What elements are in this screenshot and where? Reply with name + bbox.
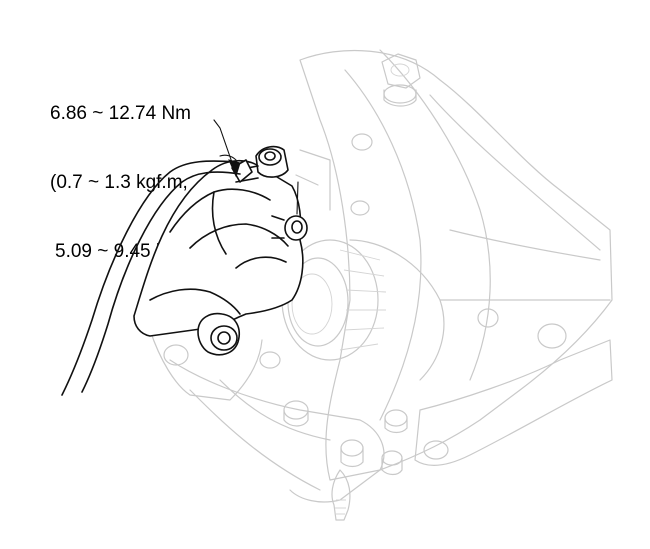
lower-bracket <box>414 339 613 467</box>
lower-bolts <box>259 351 408 476</box>
caliper-lower-bolt <box>197 312 240 356</box>
brake-caliper-icon <box>133 145 308 356</box>
hub-assembly <box>281 239 445 381</box>
torque-spec-label: 6.86 ~ 12.74 Nm (0.7 ~ 1.3 kgf.m, 5.09 ~… <box>50 56 194 286</box>
knuckle-outline <box>299 49 613 481</box>
caliper-guide-pin <box>271 181 308 241</box>
caliper-bracket <box>149 329 263 401</box>
knuckle-bolts <box>350 133 567 349</box>
leader-arrow-icon <box>213 119 241 178</box>
tie-rod-end <box>331 469 351 521</box>
lower-arm <box>169 359 385 503</box>
background-suspension-parts <box>149 49 613 521</box>
torque-spec-kgfm: (0.7 ~ 1.3 kgf.m, <box>50 172 188 193</box>
top-nut <box>381 53 421 107</box>
brake-hose-icon <box>61 154 241 396</box>
caliper-bolt-icon <box>235 145 289 183</box>
caliper-body <box>133 159 304 337</box>
torque-spec-nm: 6.86 ~ 12.74 Nm <box>50 103 192 124</box>
